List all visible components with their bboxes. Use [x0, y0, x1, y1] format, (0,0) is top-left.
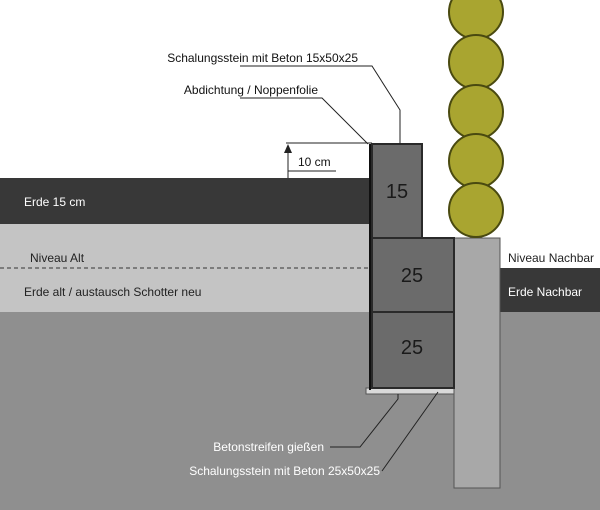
label-erde-nachbar: Erde Nachbar	[508, 285, 582, 299]
neighbour-post	[453, 237, 501, 489]
erde-15-layer	[0, 178, 372, 224]
block-bottom	[371, 311, 455, 389]
block-bottom-label: 25	[401, 337, 423, 359]
label-height-dim: 10 cm	[298, 155, 331, 169]
label-niveau-alt: Niveau Alt	[30, 251, 85, 265]
label-niveau-nachbar: Niveau Nachbar	[508, 251, 594, 265]
log	[448, 84, 504, 140]
label-erde15: Erde 15 cm	[24, 195, 85, 209]
log	[448, 0, 504, 40]
log	[448, 182, 504, 238]
label-abdichtung: Abdichtung / Noppenfolie	[184, 83, 318, 97]
log	[448, 34, 504, 90]
block-middle	[371, 237, 455, 313]
leader-schalungsstein-bottom	[381, 391, 439, 472]
label-betonstreifen: Betonstreifen gießen	[213, 440, 324, 454]
log-stack	[448, 0, 504, 238]
erde-nachbar-layer	[500, 268, 600, 312]
block-middle-label: 25	[401, 265, 423, 287]
dim-arrow-head	[284, 144, 292, 153]
label-schalungsstein-top: Schalungsstein mit Beton 15x50x25	[167, 51, 358, 65]
log	[448, 133, 504, 189]
ground-layer	[0, 312, 600, 510]
label-schalungsstein-bottom: Schalungsstein mit Beton 25x50x25	[189, 464, 380, 478]
leader-betonstreifen	[330, 394, 399, 448]
block-top	[371, 143, 423, 239]
leader-abdichtung	[240, 97, 369, 145]
label-erde-alt: Erde alt / austausch Schotter neu	[24, 285, 201, 299]
block-top-label: 15	[386, 181, 408, 203]
leader-schalungsstein-top	[240, 65, 401, 144]
